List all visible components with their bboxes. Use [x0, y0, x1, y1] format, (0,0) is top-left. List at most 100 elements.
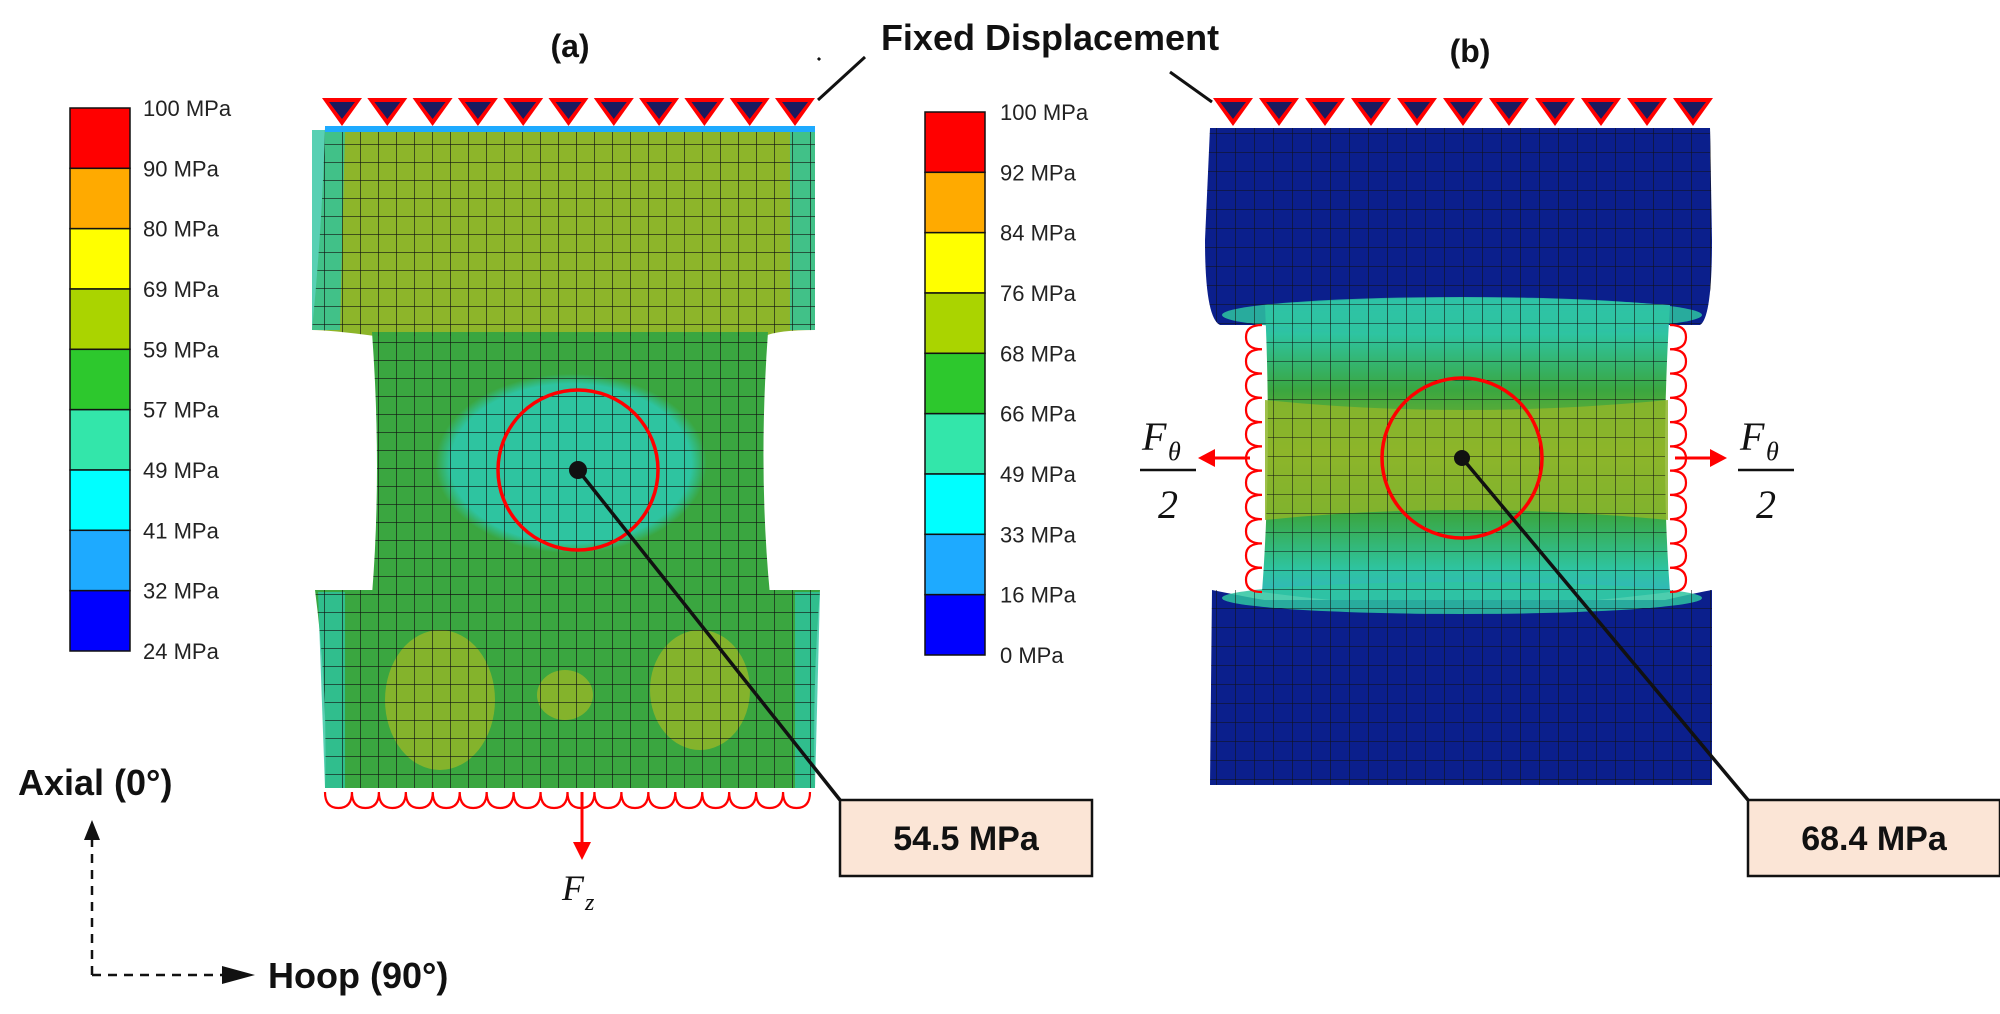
fixed-support-triangle-inner [1450, 102, 1476, 119]
scale-swatch [924, 111, 986, 174]
fixed-support-triangle-inner [600, 102, 627, 119]
scale-label: 33 MPa [1000, 522, 1077, 547]
scale-swatch [924, 533, 986, 596]
mesh-overlay [312, 128, 815, 336]
mesh-overlay [1205, 128, 1712, 325]
fixed-displacement-leader-b-line [1169, 70, 1213, 104]
scale-label: 100 MPa [1000, 100, 1089, 125]
callout-leader-b [1460, 456, 1750, 802]
fixed-support-triangle-inner [736, 102, 763, 119]
scale-label: 24 MPa [143, 639, 220, 664]
fixed-support-triangle-inner [374, 102, 401, 119]
fixed-support-triangle-inner [1496, 102, 1522, 119]
scale-a: 100 MPa 90 MPa 80 MPa 69 MPa 59 MPa 57 MPa 49 … [69, 96, 232, 664]
scale-swatch [69, 348, 131, 411]
force-denominator-b-left: 2 [1158, 482, 1178, 527]
fixed-support-triangle-inner [464, 102, 491, 119]
fixed-support-triangle-inner [1266, 102, 1292, 119]
scale-label: 69 MPa [143, 277, 220, 302]
fixed-support-triangle-inner [555, 102, 582, 119]
specimen-b [1205, 128, 1750, 802]
fixed-support-triangle-inner [782, 102, 808, 119]
scale-label: 49 MPa [143, 458, 220, 483]
fixed-support-triangle-inner [329, 102, 355, 119]
hoop-label: Hoop (90°) [268, 955, 448, 996]
mesh-overlay [372, 332, 770, 595]
scale-swatch [924, 473, 986, 536]
scale-swatch [924, 412, 986, 475]
measurement-circle-a [496, 388, 660, 552]
fixed-displacement-label: Fixed Displacement [881, 17, 1219, 58]
fixed-displacement-leader-a [816, 56, 822, 62]
scale-swatch [924, 352, 986, 415]
callout-box-a [838, 798, 1094, 878]
scale-label: 49 MPa [1000, 462, 1077, 487]
scale-swatch [924, 171, 986, 234]
scale-label: 16 MPa [1000, 583, 1077, 608]
fixed-support-triangle-inner [510, 102, 537, 119]
scale-label: 92 MPa [1000, 160, 1077, 185]
measurement-circle-b [1380, 376, 1544, 540]
scale-swatch [69, 408, 131, 471]
force-arrowhead-b-right [1710, 449, 1727, 467]
force-subscript-b-left: θ [1168, 437, 1181, 466]
fixed-support-triangle-inner [1588, 102, 1614, 119]
scale-swatch [69, 227, 131, 290]
callout-leader-a [576, 468, 842, 802]
mesh-overlay [1210, 590, 1712, 785]
panel-b-label: (b) [1450, 33, 1491, 69]
force-label-b-right: F [1739, 414, 1765, 459]
scale-swatch [69, 167, 131, 230]
specimen-a-top-strip [325, 126, 815, 132]
scale-label: 32 MPa [143, 579, 220, 604]
axial-arrowhead [84, 820, 100, 840]
scale-label: 41 MPa [143, 518, 220, 543]
fixed-support-triangle-inner [419, 102, 446, 119]
scale-label: 0 MPa [1000, 643, 1064, 668]
scale-swatch [69, 469, 131, 532]
callout-box-b [1746, 798, 2000, 878]
force-denominator-b-right: 2 [1756, 482, 1776, 527]
scale-swatch [924, 231, 986, 294]
scale-swatch [924, 593, 986, 656]
scale-label: 68 MPa [1000, 341, 1077, 366]
scale-label: 59 MPa [143, 337, 220, 362]
fixed-supports-a [322, 98, 815, 126]
force-label-b-left: F [1141, 414, 1167, 459]
fixed-support-triangle-inner [691, 102, 718, 119]
fixed-support-triangle-inner [1220, 102, 1246, 119]
scale-label: 57 MPa [143, 398, 220, 423]
mesh-overlay [315, 590, 820, 788]
scale-label: 90 MPa [143, 156, 220, 181]
scale-swatch [69, 288, 131, 351]
scale-swatch [69, 589, 131, 652]
specimen-a [312, 126, 842, 802]
scale-label: 84 MPa [1000, 221, 1077, 246]
fixed-support-triangle-inner [1312, 102, 1338, 119]
fixed-support-triangle-inner [1680, 102, 1706, 119]
fixed-support-triangle-inner [1358, 102, 1384, 119]
fixed-support-triangle-inner [1404, 102, 1430, 119]
roller-support-loops [323, 791, 812, 810]
scale-label: 100 MPa [143, 96, 232, 121]
hoop-arrowhead [222, 966, 255, 984]
scale-label: 66 MPa [1000, 402, 1077, 427]
scale-swatch [924, 292, 986, 355]
fixed-support-triangle-inner [646, 102, 673, 119]
axial-label: Axial (0°) [18, 762, 172, 803]
roller-supports-a [323, 791, 812, 810]
force-label-a: F [561, 868, 585, 908]
callout-value-b: 68.4 MPa [1801, 820, 1948, 858]
scale-swatch [69, 529, 131, 592]
panel-a-label: (a) [550, 28, 589, 64]
fixed-support-triangle-inner [1542, 102, 1568, 119]
fixed-supports-b [1213, 98, 1713, 126]
force-arrowhead-b-left [1198, 449, 1215, 467]
scale-swatch [69, 107, 131, 170]
fixed-support-triangle-inner [1634, 102, 1660, 119]
force-subscript-a: z [584, 890, 595, 916]
fixed-displacement-leader-a-line [816, 55, 867, 102]
scale-label: 80 MPa [143, 217, 220, 242]
